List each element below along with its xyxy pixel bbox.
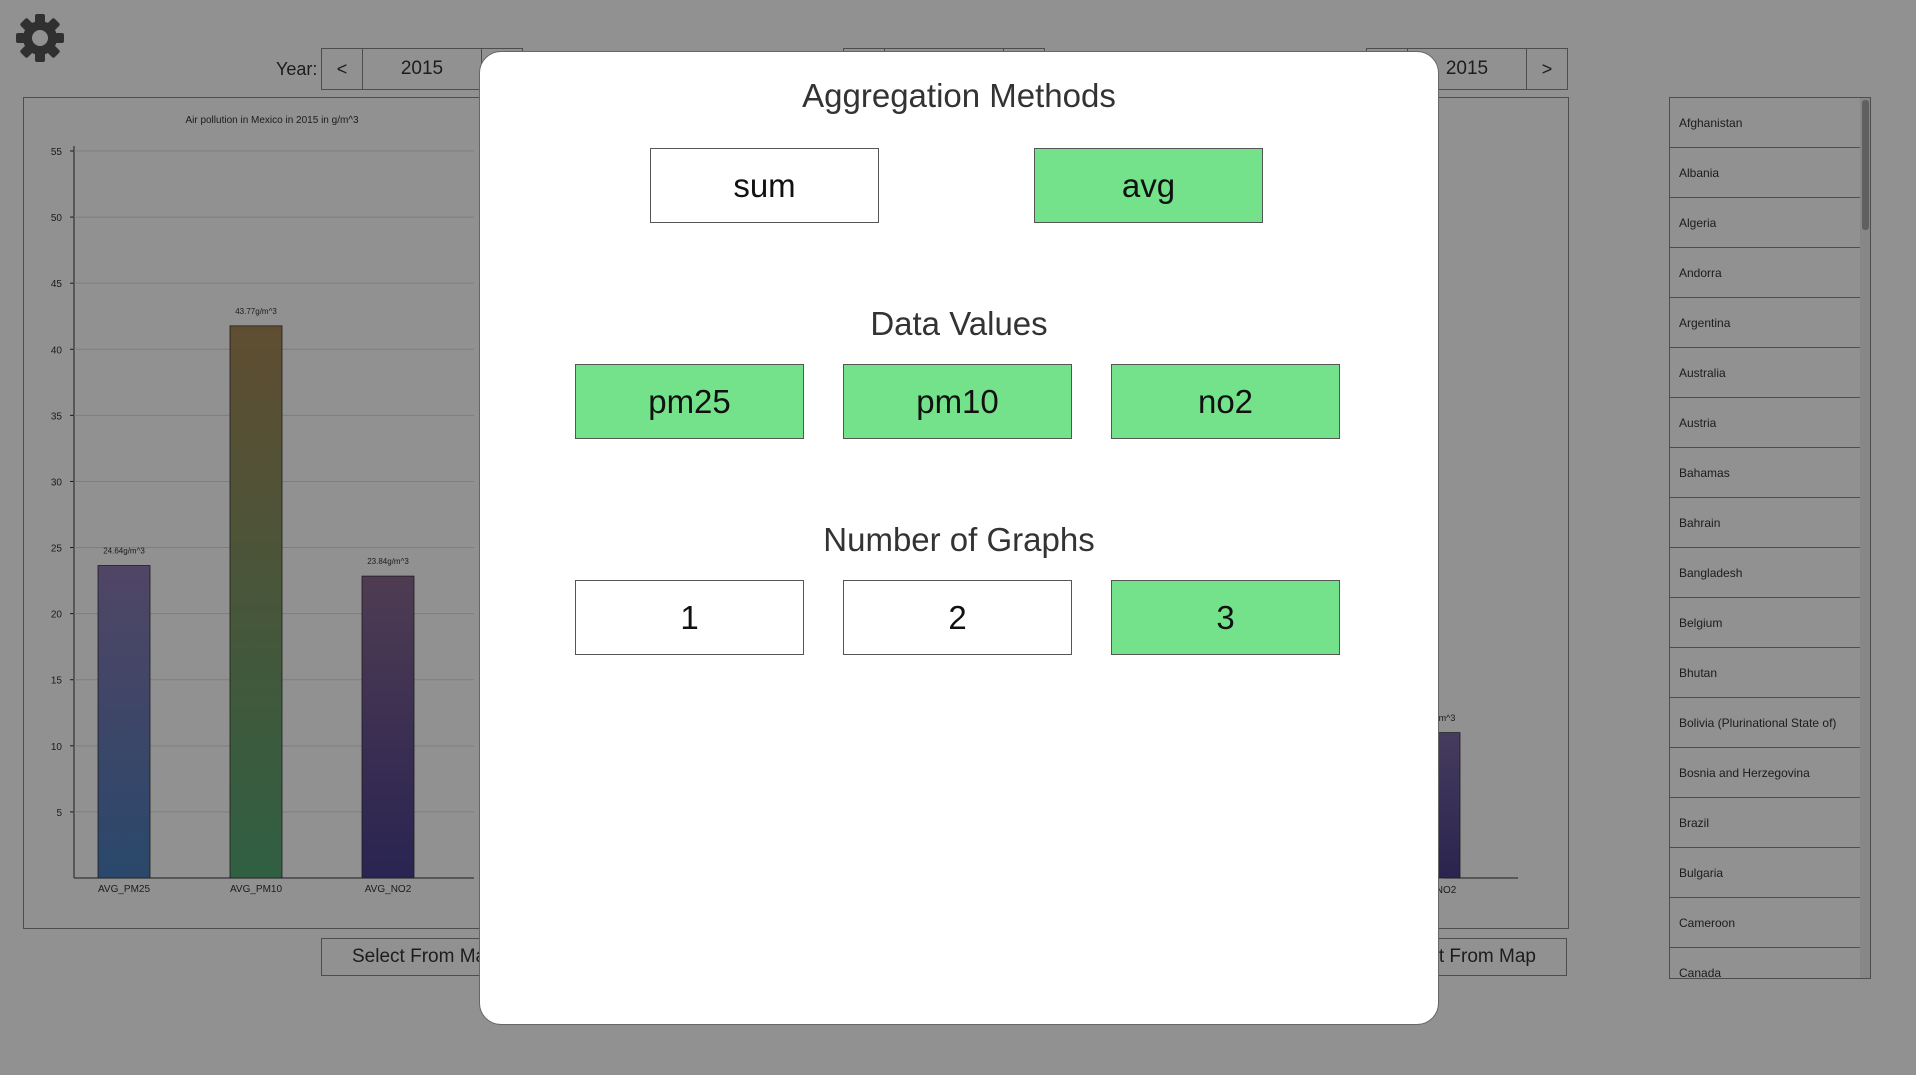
right-chart-value-label: m^3 (1439, 713, 1456, 723)
country-item[interactable]: Belgium (1670, 598, 1860, 648)
country-item[interactable]: Algeria (1670, 198, 1860, 248)
country-item[interactable]: Afghanistan (1670, 98, 1860, 148)
country-item[interactable]: Austria (1670, 398, 1860, 448)
bar-value-label: 24.64g/m^3 (103, 547, 145, 556)
settings-modal: Aggregation Methods sum avg Data Values … (479, 51, 1439, 1025)
data-value-pm10-button[interactable]: pm10 (843, 364, 1072, 439)
country-item[interactable]: Bahamas (1670, 448, 1860, 498)
bar-avg_no2[interactable] (361, 575, 415, 879)
chart-title: Air pollution in Mexico in 2015 in g/m^3 (185, 115, 359, 126)
y-tick-label: 25 (51, 544, 63, 555)
aggregation-avg-button[interactable]: avg (1034, 148, 1263, 223)
aggregation-sum-button[interactable]: sum (650, 148, 879, 223)
aggregation-methods-title: Aggregation Methods (802, 77, 1116, 114)
y-tick-label: 45 (51, 279, 63, 290)
year-value-left: 2015 (400, 58, 444, 79)
select-from-map-left[interactable]: Select From Map (321, 938, 485, 976)
x-tick-label: AVG_NO2 (365, 884, 412, 895)
country-item[interactable]: Andorra (1670, 248, 1860, 298)
y-tick-label: 20 (51, 610, 63, 621)
bar-avg_pm25[interactable] (97, 565, 151, 879)
graphs-2-button[interactable]: 2 (843, 580, 1072, 655)
y-tick-label: 55 (51, 147, 63, 158)
data-values-title: Data Values (870, 305, 1048, 342)
y-tick-label: 15 (51, 676, 63, 687)
year-value-right: 2015 (1445, 58, 1489, 79)
bar-value-label: 43.77g/m^3 (235, 307, 277, 316)
y-tick-label: 40 (51, 345, 63, 356)
country-item[interactable]: Bhutan (1670, 648, 1860, 698)
country-item[interactable]: Cameroon (1670, 898, 1860, 948)
settings-gear-icon[interactable] (14, 12, 66, 64)
y-tick-label: 10 (51, 742, 63, 753)
x-tick-label: AVG_PM25 (98, 884, 150, 895)
x-tick-label: AVG_PM10 (230, 884, 282, 895)
y-tick-label: 50 (51, 213, 63, 224)
right-chart-x-label: NO2 (1436, 885, 1457, 896)
country-item[interactable]: Bosnia and Herzegovina (1670, 748, 1860, 798)
country-item[interactable]: Australia (1670, 348, 1860, 398)
graphs-3-button[interactable]: 3 (1111, 580, 1340, 655)
y-tick-label: 5 (56, 808, 62, 819)
country-item[interactable]: Canada (1670, 948, 1860, 979)
country-item[interactable]: Brazil (1670, 798, 1860, 848)
y-tick-label: 35 (51, 411, 63, 422)
graphs-1-button[interactable]: 1 (575, 580, 804, 655)
country-item[interactable]: Argentina (1670, 298, 1860, 348)
country-item[interactable]: Bulgaria (1670, 848, 1860, 898)
bar-chart: Air pollution in Mexico in 2015 in g/m^3… (51, 115, 1518, 896)
bar-value-label: 23.84g/m^3 (367, 557, 409, 566)
country-item[interactable]: Bolivia (Plurinational State of) (1670, 698, 1860, 748)
bar-avg_pm10[interactable] (229, 325, 283, 879)
country-item[interactable]: Albania (1670, 148, 1860, 198)
country-list-scrollbar[interactable] (1860, 98, 1870, 978)
year-prev-button[interactable]: < (322, 49, 363, 89)
year-next-button-right[interactable]: > (1526, 49, 1567, 89)
number-of-graphs-title: Number of Graphs (823, 521, 1095, 558)
data-value-pm25-button[interactable]: pm25 (575, 364, 804, 439)
year-label: Year: (276, 59, 318, 79)
data-value-no2-button[interactable]: no2 (1111, 364, 1340, 439)
y-tick-label: 30 (51, 477, 63, 488)
country-item[interactable]: Bangladesh (1670, 548, 1860, 598)
country-item[interactable]: Bahrain (1670, 498, 1860, 548)
